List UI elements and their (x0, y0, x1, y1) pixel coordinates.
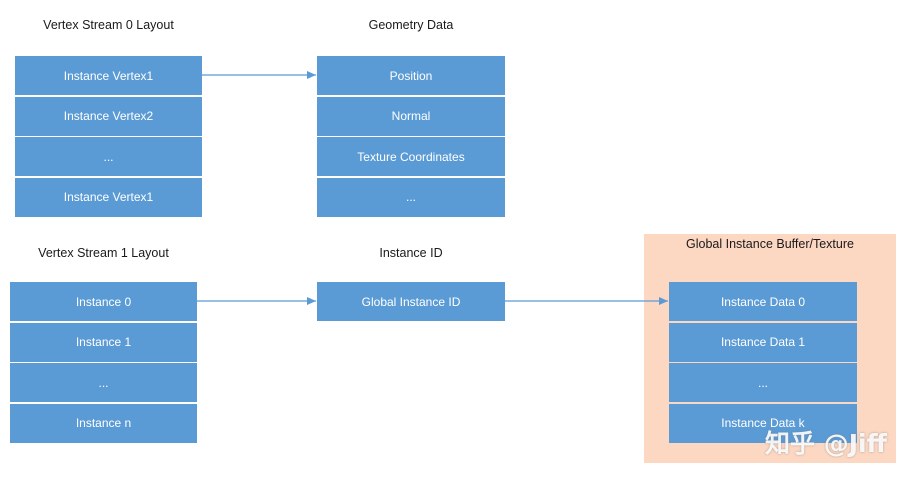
global-buffer-cell: Instance Data 0 (669, 282, 857, 321)
global-buffer-cell: Instance Data 1 (669, 322, 857, 362)
geometry-data-title: Geometry Data (368, 18, 454, 32)
vertex-stream-0-cell: Instance Vertex2 (15, 96, 202, 136)
global-buffer-cell: Instance Data k (669, 403, 857, 443)
vertex-stream-1-cell: Instance n (10, 403, 197, 443)
instance-id-stack: Global Instance ID (317, 282, 505, 321)
vertex-stream-0-cell: ... (15, 137, 202, 176)
instance-id-title: Instance ID (379, 246, 443, 260)
watermark-text: 知乎 @Jiff (765, 429, 887, 458)
vertex-stream-1-cell: Instance 1 (10, 322, 197, 362)
vertex-stream-1-cell: ... (10, 363, 197, 402)
geometry-data-cell: ... (317, 177, 505, 217)
geometry-data-cell: Normal (317, 96, 505, 136)
instance-id-cell: Global Instance ID (317, 282, 505, 321)
vertex-stream-1-cell: Instance 0 (10, 282, 197, 321)
vertex-stream-0-cell: Instance Vertex1 (15, 177, 202, 217)
geometry-data-cell: Texture Coordinates (317, 137, 505, 176)
global-buffer-stack: Instance Data 0 Instance Data 1 ... Inst… (669, 282, 857, 443)
global-buffer-title: Global Instance Buffer/Texture (686, 237, 854, 251)
vertex-stream-0-stack: Instance Vertex1 Instance Vertex2 ... In… (15, 56, 202, 217)
vertex-stream-1-title: Vertex Stream 1 Layout (38, 246, 169, 260)
geometry-data-stack: Position Normal Texture Coordinates ... (317, 56, 505, 217)
vertex-stream-0-cell: Instance Vertex1 (15, 56, 202, 95)
global-buffer-cell: ... (669, 363, 857, 402)
geometry-data-cell: Position (317, 56, 505, 95)
vertex-stream-1-stack: Instance 0 Instance 1 ... Instance n (10, 282, 197, 443)
vertex-stream-0-title: Vertex Stream 0 Layout (43, 18, 174, 32)
